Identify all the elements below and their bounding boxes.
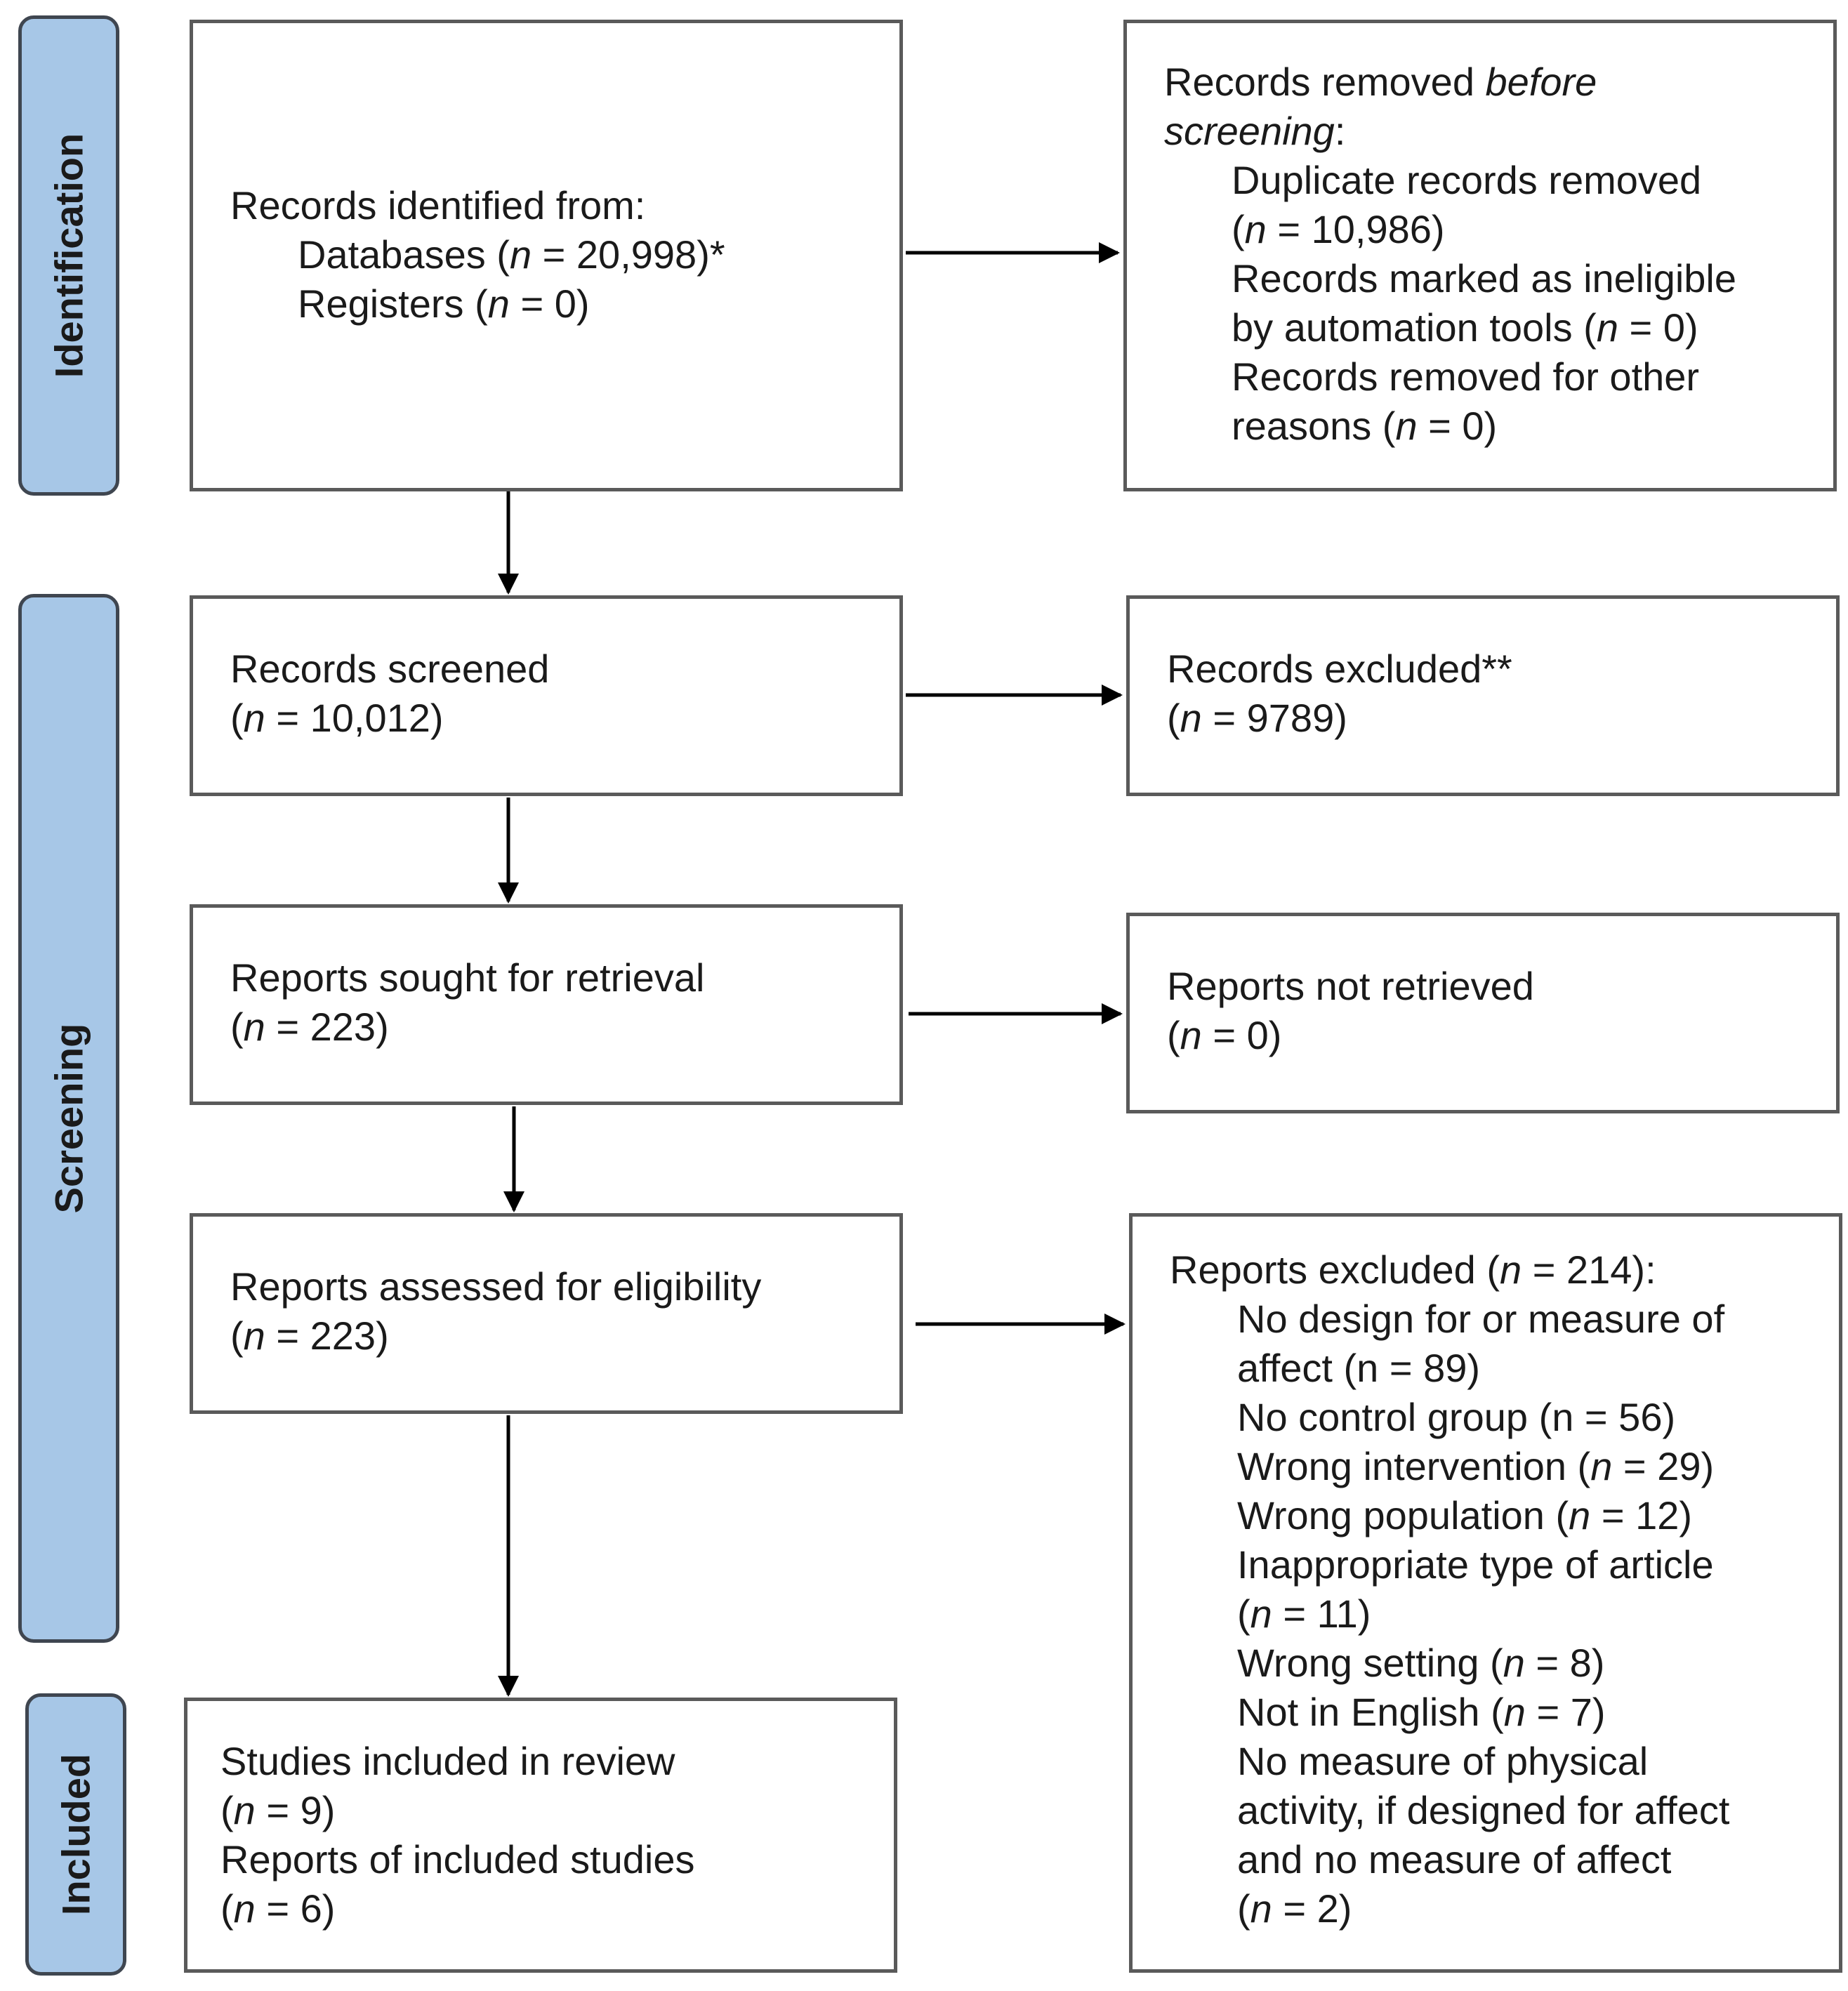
studies-included-title: Studies included in review — [220, 1739, 675, 1783]
records-identified-box — [190, 20, 903, 491]
reason-wrong-population: Wrong population (n = 12) — [1237, 1493, 1693, 1537]
reason-not-english: Not in English (n = 7) — [1237, 1690, 1606, 1734]
other-reasons-line-1: Records removed for other — [1232, 355, 1700, 399]
reason-wrong-setting: Wrong setting (n = 8) — [1237, 1641, 1605, 1685]
reports-sought-box — [190, 904, 903, 1105]
records-excluded-text: Records excluded** (n = 9789) — [1167, 644, 1512, 743]
reports-sought-count: (n = 223) — [230, 1005, 389, 1049]
phase-included: Included — [25, 1693, 126, 1976]
records-excluded-count: (n = 9789) — [1167, 696, 1347, 740]
records-screened-title: Records screened — [230, 647, 550, 691]
duplicates-line: Duplicate records removed — [1232, 158, 1702, 202]
reports-not-retrieved-text: Reports not retrieved (n = 0) — [1167, 962, 1534, 1060]
reports-not-retrieved-title: Reports not retrieved — [1167, 964, 1534, 1008]
reason-no-pa-3: and no measure of affect — [1237, 1837, 1672, 1881]
reason-no-design-1: No design for or measure of — [1237, 1297, 1725, 1341]
reason-article-type-1: Inappropriate type of article — [1237, 1542, 1714, 1587]
reports-included-title: Reports of included studies — [220, 1837, 695, 1881]
reports-excluded-box — [1129, 1213, 1842, 1973]
reports-assessed-title: Reports assessed for eligibility — [230, 1264, 762, 1309]
reports-assessed-count: (n = 223) — [230, 1314, 389, 1358]
reports-included-count: (n = 6) — [220, 1886, 336, 1931]
reports-assessed-box — [190, 1213, 903, 1414]
automation-line-1: Records marked as ineligible — [1232, 256, 1737, 300]
records-removed-title-2: screening: — [1164, 109, 1346, 153]
reason-no-pa-4: (n = 2) — [1237, 1886, 1352, 1931]
records-screened-box — [190, 595, 903, 796]
registers-line: Registers (n = 0) — [298, 282, 590, 326]
reports-not-retrieved-box — [1126, 913, 1840, 1113]
records-identified-title: Records identified from: — [230, 183, 646, 227]
records-removed-text: Records removed before screening: Duplic… — [1164, 58, 1736, 451]
records-removed-title: Records removed before — [1164, 60, 1597, 104]
databases-line: Databases (n = 20,998)* — [298, 232, 725, 277]
reason-no-pa-1: No measure of physical — [1237, 1739, 1649, 1783]
reason-wrong-intervention: Wrong intervention (n = 29) — [1237, 1444, 1715, 1488]
reports-excluded-text: Reports excluded (n = 214): No design fo… — [1170, 1245, 1729, 1933]
duplicates-count: (n = 10,986) — [1232, 207, 1445, 251]
records-excluded-box — [1126, 595, 1840, 796]
phase-screening: Screening — [18, 594, 119, 1643]
records-screened-count: (n = 10,012) — [230, 696, 444, 740]
records-screened-text: Records screened (n = 10,012) — [230, 644, 549, 743]
other-reasons-line-2: reasons (n = 0) — [1232, 404, 1498, 448]
studies-included-text: Studies included in review (n = 9) Repor… — [220, 1737, 695, 1933]
reports-sought-text: Reports sought for retrieval (n = 223) — [230, 953, 704, 1052]
reports-not-retrieved-count: (n = 0) — [1167, 1013, 1282, 1057]
reports-sought-title: Reports sought for retrieval — [230, 955, 705, 1000]
studies-included-box — [184, 1698, 897, 1973]
records-identified-text: Records identified from: Databases (n = … — [230, 181, 725, 329]
reports-assessed-text: Reports assessed for eligibility (n = 22… — [230, 1262, 761, 1361]
studies-included-count: (n = 9) — [220, 1788, 336, 1832]
records-excluded-title: Records excluded** — [1167, 647, 1512, 691]
reason-no-pa-2: activity, if designed for affect — [1237, 1788, 1730, 1832]
reason-no-design-2: affect (n = 89) — [1237, 1346, 1481, 1390]
automation-line-2: by automation tools (n = 0) — [1232, 305, 1698, 350]
phase-identification: Identification — [18, 15, 119, 496]
reports-excluded-title: Reports excluded (n = 214): — [1170, 1248, 1656, 1292]
reason-article-type-2: (n = 11) — [1237, 1592, 1371, 1636]
reason-no-control: No control group (n = 56) — [1237, 1395, 1676, 1439]
records-removed-box — [1123, 20, 1837, 491]
